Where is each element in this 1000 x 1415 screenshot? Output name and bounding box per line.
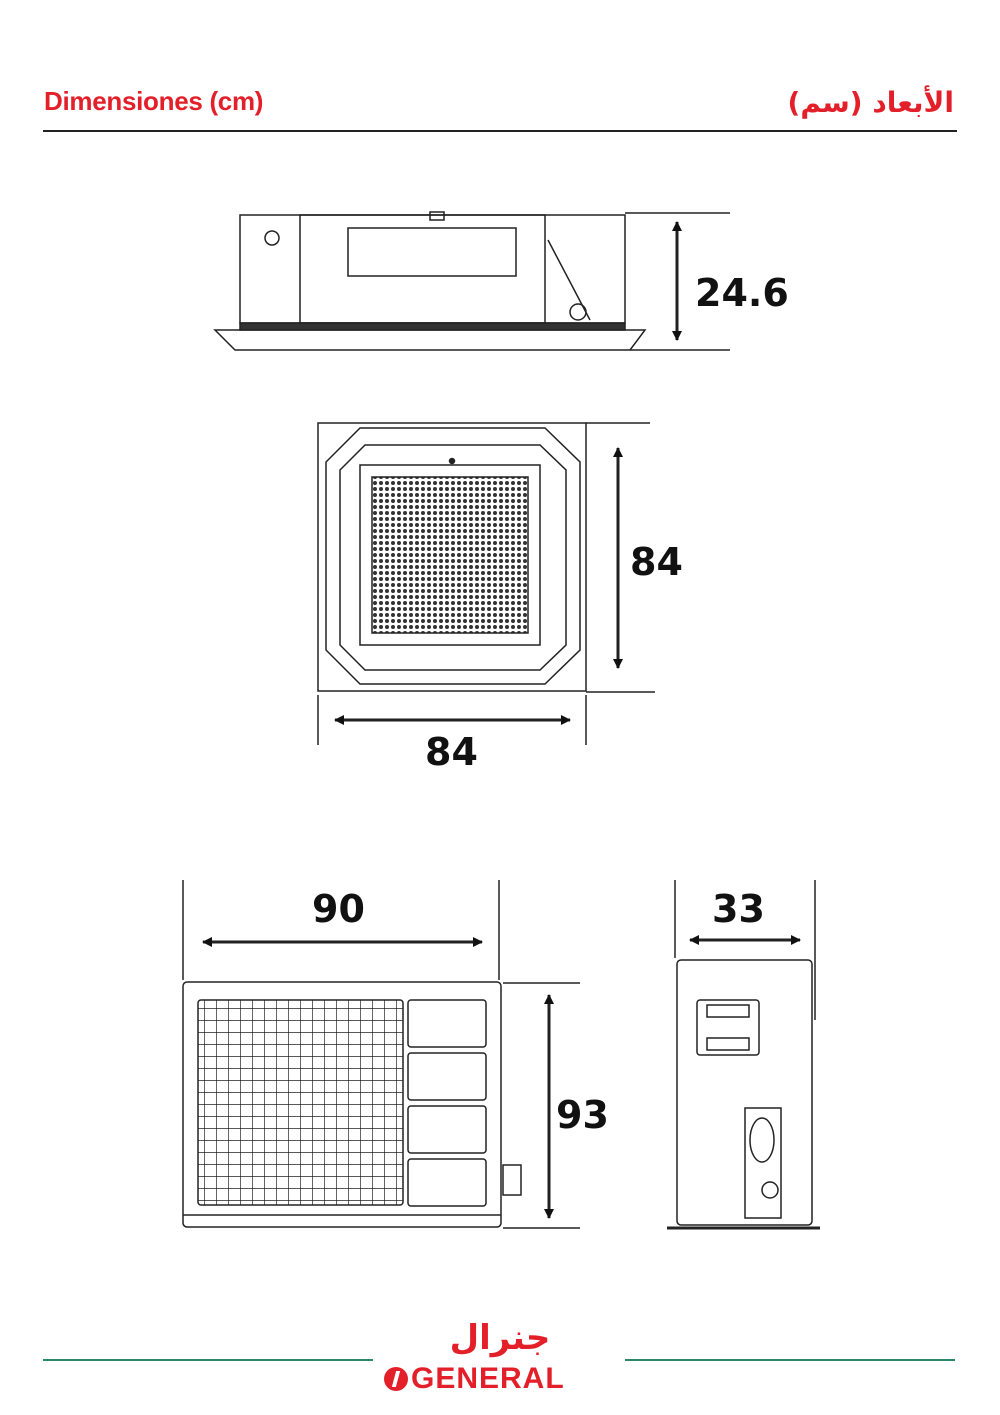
indoor-unit-top-view	[317, 422, 655, 745]
indoor-width-label: 84	[425, 730, 478, 774]
brand-logo-arabic: جنرال	[449, 1318, 551, 1358]
footer-line-right	[625, 1359, 955, 1361]
outdoor-unit-front-view	[182, 880, 580, 1229]
indoor-depth-label: 84	[630, 540, 683, 584]
outdoor-height-label: 93	[556, 1093, 609, 1137]
brand-logo: GENERAL	[384, 1362, 565, 1396]
brand-mark-icon	[384, 1367, 408, 1391]
brand-logo-text: GENERAL	[411, 1362, 565, 1395]
outdoor-width-label: 90	[312, 887, 365, 931]
indoor-height-label: 24.6	[695, 271, 789, 315]
page-title-spanish: Dimensiones (cm)	[44, 86, 264, 116]
outdoor-depth-label: 33	[712, 887, 765, 931]
indoor-unit-side-view	[213, 211, 730, 351]
outdoor-unit-side-view	[667, 880, 820, 1230]
page-title-arabic: الأبعاد (سم)	[787, 86, 954, 119]
footer-line-left	[43, 1359, 373, 1361]
header-divider	[43, 130, 957, 132]
